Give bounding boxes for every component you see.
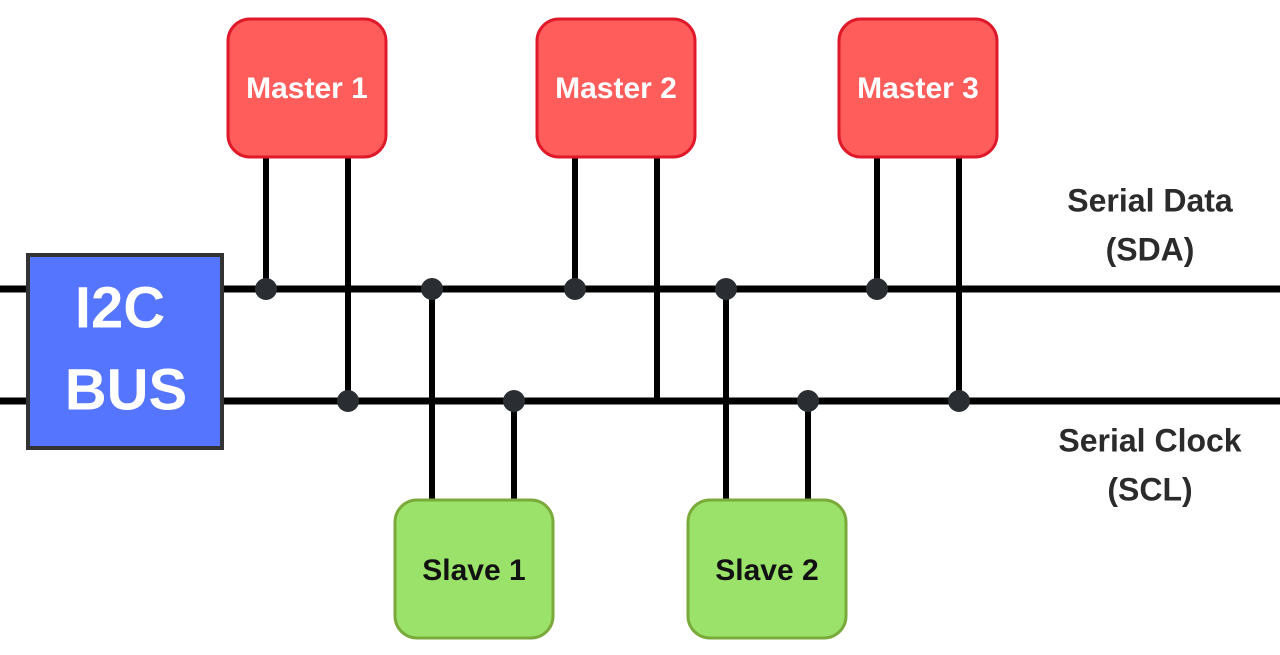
junction-dot: [948, 390, 970, 412]
scl-name-label: Serial Clock: [1058, 422, 1241, 458]
junction-dot: [503, 390, 525, 412]
slave-1-label: Slave 1: [422, 554, 525, 587]
sda-name-label: Serial Data: [1067, 182, 1233, 218]
master-1-label: Master 1: [246, 72, 368, 105]
junction-dot: [564, 278, 586, 300]
junction-dot: [866, 278, 888, 300]
junction-dot: [337, 390, 359, 412]
master-3-label: Master 3: [857, 72, 979, 105]
bus-label-line-2: BUS: [65, 357, 187, 422]
master-1-box: [226, 17, 388, 159]
sda-abbr-label: (SDA): [1106, 231, 1195, 267]
junction-dot: [421, 278, 443, 300]
slave-2-box: [686, 498, 848, 640]
junction-dot: [715, 278, 737, 300]
master-3-box: [837, 17, 999, 159]
junction-dot: [797, 390, 819, 412]
slave-2-label: Slave 2: [715, 554, 818, 587]
slave-1-box: [393, 498, 555, 640]
master-2-label: Master 2: [555, 72, 677, 105]
scl-abbr-label: (SCL): [1107, 471, 1192, 507]
junction-dot: [255, 278, 277, 300]
i2c-bus-block: [26, 253, 224, 450]
bus-label-line-1: I2C: [75, 275, 165, 340]
master-2-box: [535, 17, 697, 159]
